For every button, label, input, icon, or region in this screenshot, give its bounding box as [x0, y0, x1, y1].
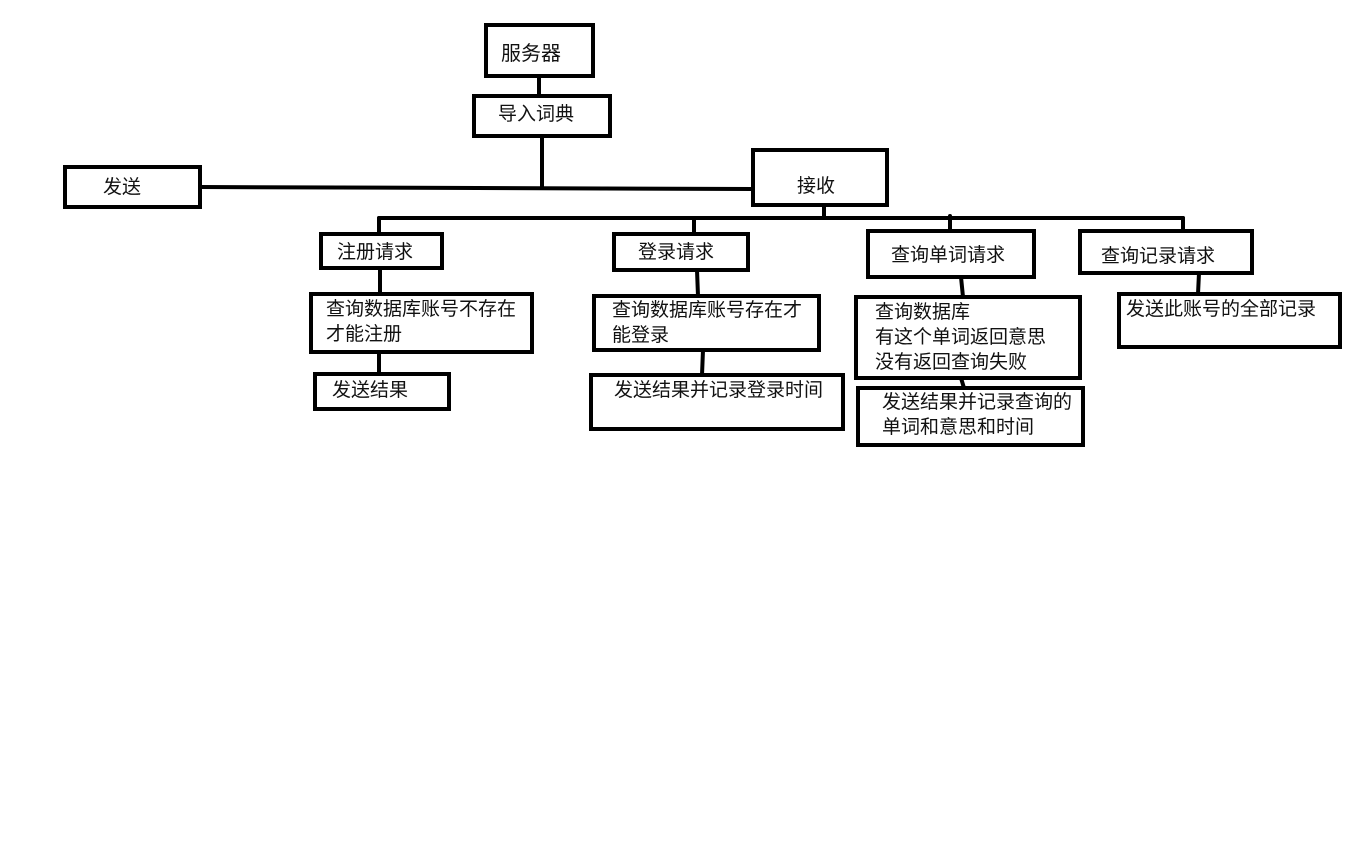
- query-record-request-label: 查询记录请求: [1101, 245, 1216, 267]
- import-dict-node: 导入词典: [472, 94, 612, 138]
- edge-login-result: [700, 348, 705, 377]
- edge-send-receive: [198, 185, 754, 191]
- send-node: 发送: [63, 165, 202, 209]
- server-node: 服务器: [484, 23, 595, 78]
- query-word-result-label: 发送结果并记录查询的 单词和意思和时间: [882, 391, 1073, 438]
- import-dict-label: 导入词典: [498, 103, 575, 125]
- register-result-node: 发送结果: [313, 372, 451, 411]
- edge-login-check: [695, 268, 700, 298]
- edge-query-word-check: [959, 275, 965, 299]
- edge-query-record-result: [1196, 271, 1201, 296]
- register-check-node: 查询数据库账号不存在 才能注册: [309, 292, 534, 354]
- query-record-result-node: 发送此账号的全部记录: [1117, 292, 1342, 349]
- server-label: 服务器: [501, 41, 561, 65]
- query-word-check-node: 查询数据库 有这个单词返回意思 没有返回查询失败: [854, 295, 1082, 380]
- query-word-result-node: 发送结果并记录查询的 单词和意思和时间: [856, 386, 1085, 447]
- register-request-label: 注册请求: [337, 241, 414, 263]
- query-word-request-label: 查询单词请求: [891, 244, 1006, 266]
- receive-node: 接收: [751, 148, 889, 207]
- send-label: 发送: [103, 176, 142, 198]
- register-request-node: 注册请求: [319, 232, 444, 270]
- query-word-check-label: 查询数据库 有这个单词返回意思 没有返回查询失败: [875, 301, 1047, 373]
- register-check-label: 查询数据库账号不存在 才能注册: [326, 298, 517, 345]
- login-result-node: 发送结果并记录登录时间: [589, 373, 845, 431]
- register-result-label: 发送结果: [332, 379, 409, 401]
- receive-label: 接收: [797, 175, 836, 197]
- login-request-label: 登录请求: [638, 241, 715, 263]
- login-request-node: 登录请求: [612, 232, 750, 272]
- query-word-request-node: 查询单词请求: [866, 229, 1036, 279]
- login-check-label: 查询数据库账号存在才 能登录: [612, 299, 803, 346]
- query-record-result-label: 发送此账号的全部记录: [1126, 298, 1317, 320]
- query-record-request-node: 查询记录请求: [1078, 229, 1254, 275]
- login-check-node: 查询数据库账号存在才 能登录: [592, 294, 821, 352]
- login-result-label: 发送结果并记录登录时间: [614, 379, 824, 401]
